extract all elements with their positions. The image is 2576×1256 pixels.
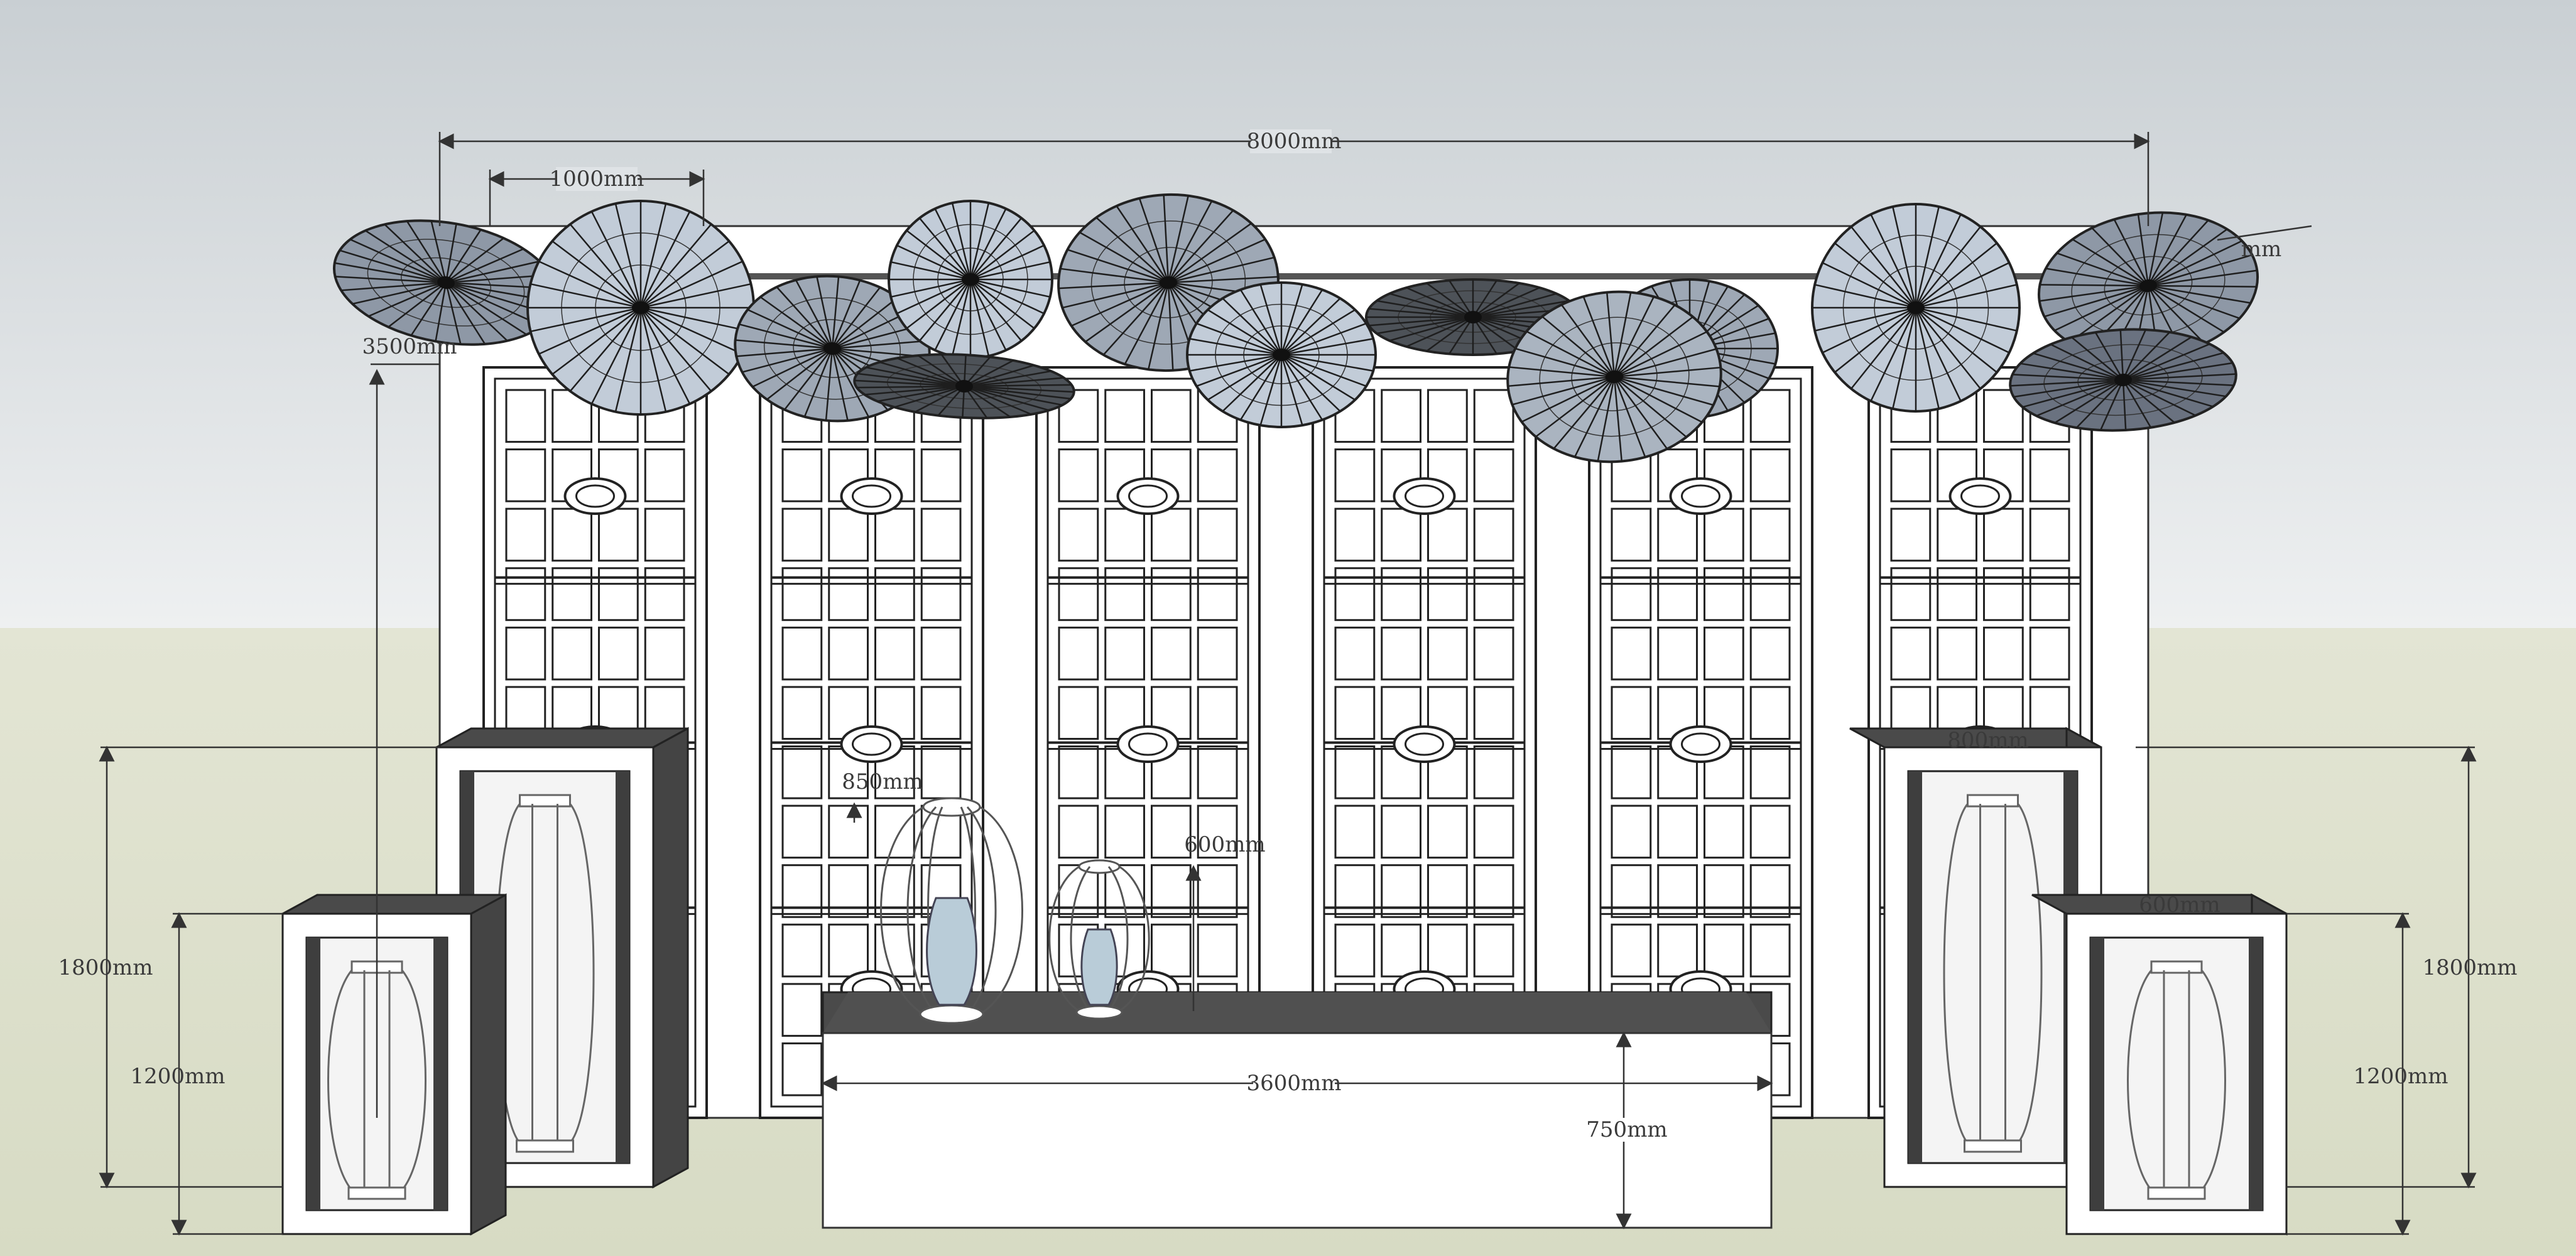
- umbrella: [332, 219, 560, 346]
- display-box: [281, 893, 507, 1236]
- dim-left-tall-height: 1800mm: [58, 955, 153, 980]
- dimension-labels: 8000mm 1000mm mm 3500mm 850mm 600mm 3600…: [58, 129, 2517, 1142]
- dim-lantern-tall: 850mm: [842, 769, 923, 794]
- dim-umbrella-width: 1000mm: [549, 166, 644, 192]
- umbrella: [1186, 281, 1377, 428]
- umbrella: [1811, 203, 2021, 413]
- birdcage-lantern-large: [880, 797, 1023, 1024]
- umbrella: [2009, 328, 2237, 432]
- umbrella: [526, 200, 755, 416]
- floor-display-boxes: [281, 727, 2288, 1236]
- umbrella: [853, 353, 1075, 420]
- display-box: [2031, 893, 2288, 1236]
- dim-wall-height: 3500mm: [362, 334, 457, 359]
- dim-umbrella-partial: mm: [2241, 237, 2281, 262]
- dim-overall-width: 8000mm: [1246, 129, 1341, 154]
- paper-umbrellas: [332, 193, 2259, 463]
- dim-right-short-height: 1200mm: [2353, 1064, 2448, 1089]
- dim-table-width: 3600mm: [1246, 1071, 1341, 1096]
- dim-right-box-small: 600mm: [2139, 892, 2220, 918]
- dim-lantern-short: 600mm: [1184, 832, 1265, 857]
- umbrella: [2037, 211, 2259, 360]
- birdcage-lantern-small: [1048, 859, 1150, 1020]
- umbrella: [1506, 290, 1722, 463]
- display-box: [1849, 727, 2102, 1189]
- dim-right-tall-height: 1800mm: [2422, 955, 2517, 980]
- dim-right-box-top: 800mm: [1947, 728, 2028, 753]
- display-table: [822, 991, 1773, 1229]
- umbrella: [888, 200, 1053, 359]
- dim-left-short-height: 1200mm: [130, 1064, 225, 1089]
- dim-table-height: 750mm: [1586, 1117, 1667, 1142]
